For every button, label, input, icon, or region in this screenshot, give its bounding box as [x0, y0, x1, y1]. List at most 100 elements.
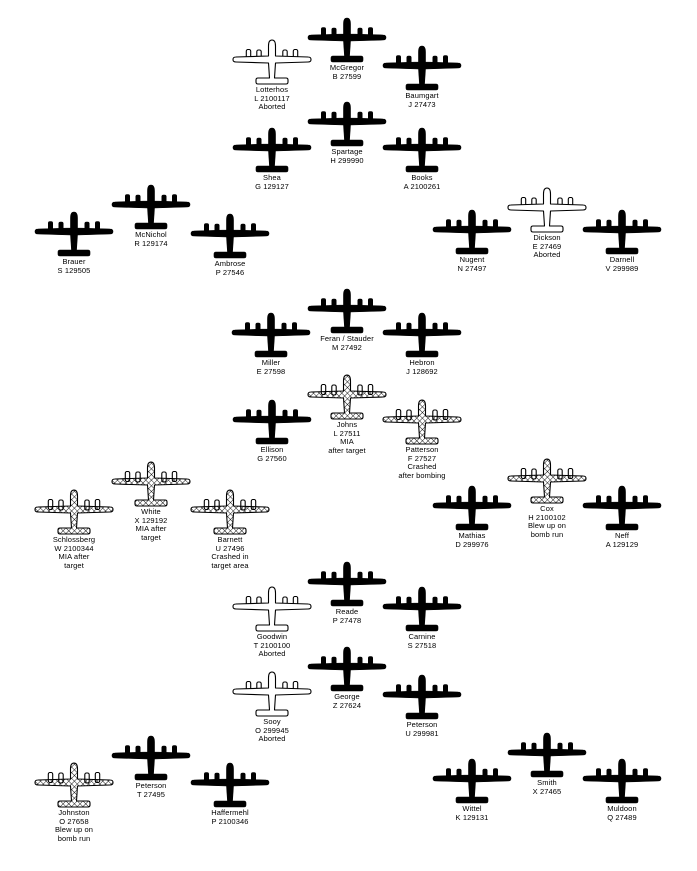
bomber-icon	[190, 213, 270, 259]
aircraft-code: U 27496	[215, 543, 245, 553]
bomber-icon	[382, 312, 462, 358]
bomber-icon	[582, 485, 662, 531]
pilot-name: Johns	[336, 420, 358, 429]
bomber-icon	[432, 758, 512, 804]
pilot-name: Brauer	[62, 257, 86, 266]
pilot-name: Miller	[261, 358, 281, 367]
bomber-icon	[232, 39, 312, 85]
bomber-icon	[232, 127, 312, 173]
aircraft-code: P 27478	[332, 615, 362, 625]
pilot-name: Johnston	[58, 808, 90, 817]
aircraft-code: P 2100346	[211, 816, 249, 826]
pilot-name: Peterson	[406, 720, 438, 729]
pilot-name: Mathias	[458, 531, 486, 540]
aircraft-code: S 27518	[407, 640, 437, 650]
pilot-name: Smith	[537, 778, 557, 787]
aircraft-note: Crashed	[407, 462, 437, 472]
aircraft-code: E 27598	[256, 366, 286, 376]
aircraft-code: W 2100344	[54, 543, 94, 553]
aircraft-note: MIA after	[135, 524, 167, 534]
bomber-icon	[507, 732, 587, 778]
aircraft-note: bomb run	[57, 833, 91, 843]
bomber-icon	[582, 209, 662, 255]
bomber-icon	[190, 489, 270, 535]
aircraft-note: bomb run	[530, 529, 564, 539]
pilot-name: McNichol	[135, 230, 167, 239]
pilot-name: Patterson	[405, 445, 439, 454]
pilot-name: Lotterhos	[255, 85, 289, 94]
aircraft-code: H 299990	[330, 155, 364, 165]
aircraft-note: Blew up on	[527, 521, 567, 531]
bomber-icon	[231, 312, 311, 358]
bomber-icon	[307, 288, 387, 334]
pilot-name: Reade	[335, 607, 359, 616]
bomber-icon	[307, 17, 387, 63]
pilot-name: Spartage	[331, 147, 363, 156]
aircraft-note: after bombing	[398, 470, 446, 480]
pilot-name: Shea	[263, 173, 281, 182]
aircraft-code: G 27560	[257, 453, 287, 463]
aircraft-code: G 129127	[255, 181, 289, 191]
pilot-name: White	[141, 507, 161, 516]
aircraft-note: MIA	[340, 437, 354, 447]
pilot-name: Feran / Stauder	[320, 334, 374, 343]
aircraft-note: target	[64, 560, 84, 570]
aircraft-code: L 27511	[333, 428, 361, 438]
aircraft-note: MIA after	[58, 552, 90, 562]
aircraft-code: O 27658	[59, 816, 89, 826]
bomber-icon	[34, 211, 114, 257]
aircraft-code: V 299989	[605, 263, 639, 273]
aircraft-code: L 2100117	[254, 93, 290, 103]
aircraft-note: Crashed in	[211, 552, 249, 562]
bomber-icon	[111, 735, 191, 781]
aircraft-code: R 129174	[134, 238, 168, 248]
pilot-name: Nugent	[459, 255, 485, 264]
pilot-name: Ambrose	[214, 259, 246, 268]
bomber-icon	[190, 762, 270, 808]
pilot-name: Neff	[614, 531, 630, 540]
aircraft-note: target area	[211, 560, 249, 570]
pilot-name: Goodwin	[256, 632, 288, 641]
pilot-name: McGregor	[329, 63, 365, 72]
bomber-icon	[111, 461, 191, 507]
bomber-icon	[432, 485, 512, 531]
aircraft-code: T 2100100	[253, 640, 291, 650]
